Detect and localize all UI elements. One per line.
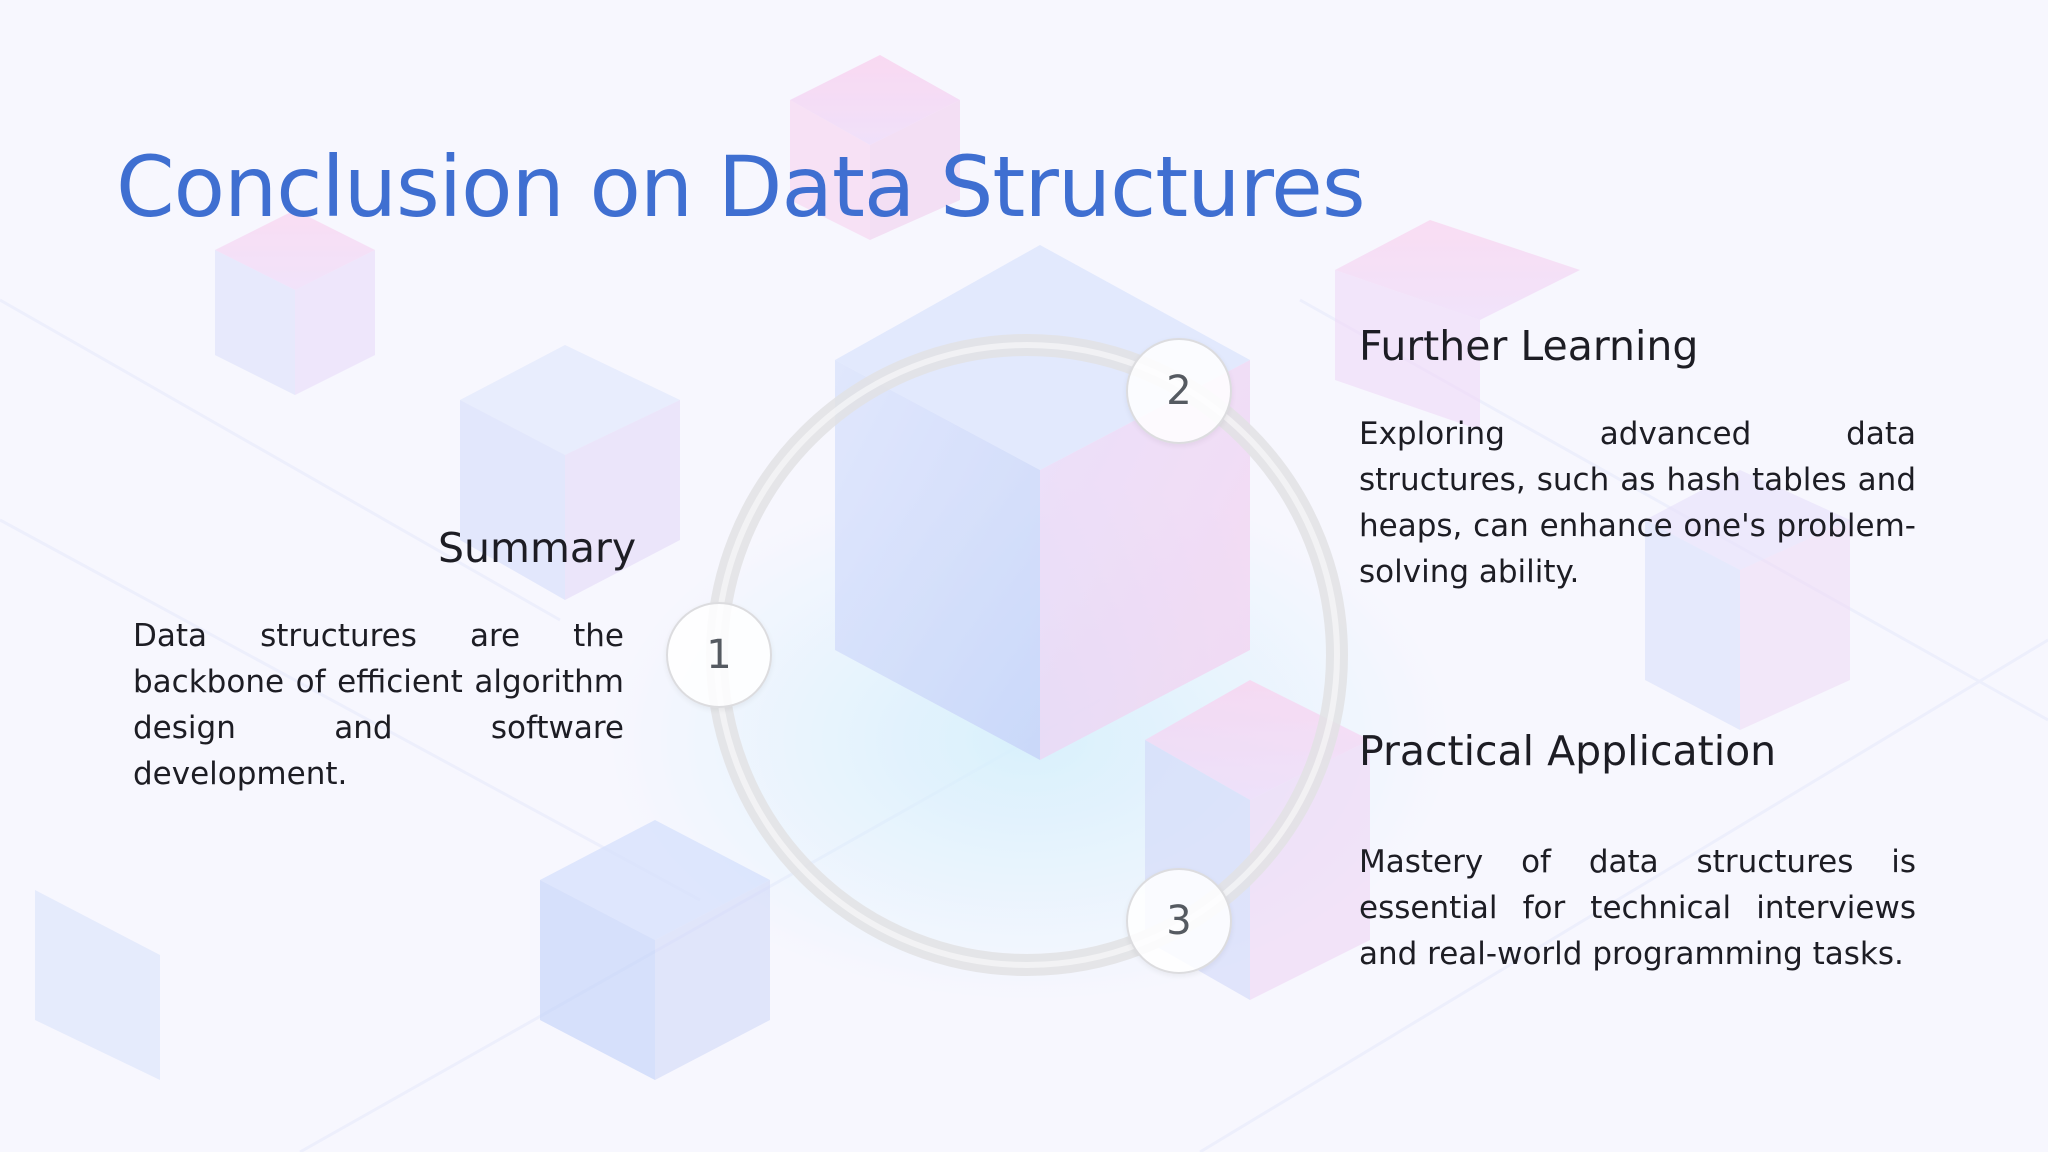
further-learning-heading: Further Learning	[1359, 322, 1699, 370]
step-2-badge: 2	[1126, 338, 1232, 444]
summary-heading: Summary	[438, 524, 637, 572]
page-title: Conclusion on Data Structures	[116, 138, 1366, 236]
step-1-badge: 1	[666, 602, 772, 708]
step-3-badge: 3	[1126, 868, 1232, 974]
practical-application-heading: Practical Application	[1359, 727, 1777, 775]
summary-text: Data structures are the backbone of effi…	[133, 618, 624, 792]
practical-application-text: Mastery of data structures is essential …	[1359, 844, 1916, 972]
further-learning-text: Exploring advanced data structures, such…	[1359, 416, 1916, 590]
